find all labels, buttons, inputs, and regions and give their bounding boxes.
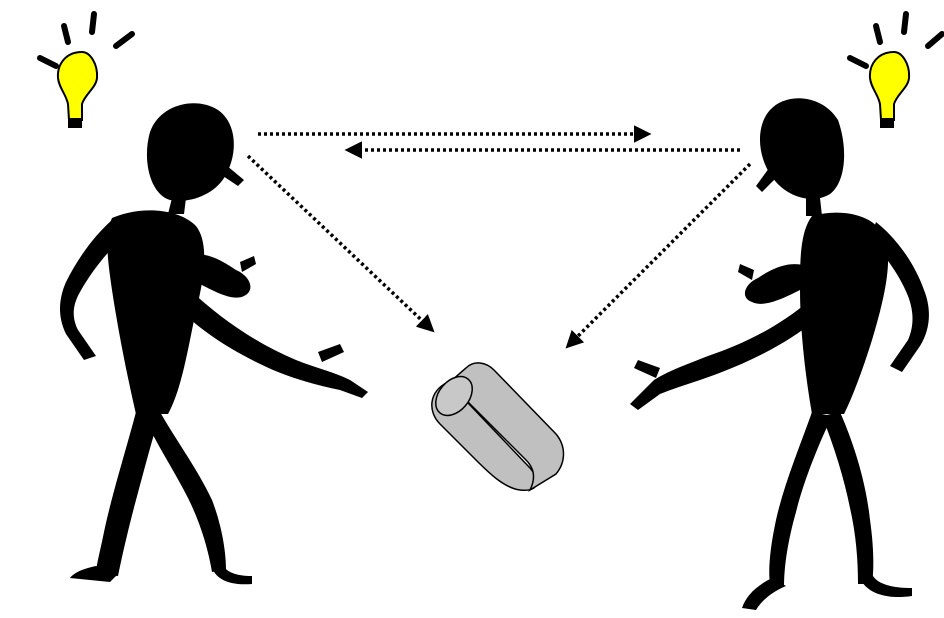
arrow-left-to-object (246, 154, 435, 333)
arrow-right-to-object (565, 162, 752, 349)
right-figure (630, 11, 944, 610)
left-leg (96, 412, 160, 576)
lightbulb-icon (37, 11, 135, 128)
torso (800, 212, 889, 414)
head (759, 98, 845, 199)
right-leg (822, 412, 874, 584)
connection-arrows (246, 125, 752, 349)
pointing-arm (178, 290, 368, 398)
left-leg (769, 412, 832, 586)
right-leg (144, 412, 226, 572)
pointing-arm (630, 300, 818, 410)
cylinder-icon (431, 362, 565, 493)
lightbulb-icon (847, 11, 944, 128)
torso (107, 210, 205, 414)
head (146, 103, 234, 201)
left-figure (37, 11, 368, 585)
